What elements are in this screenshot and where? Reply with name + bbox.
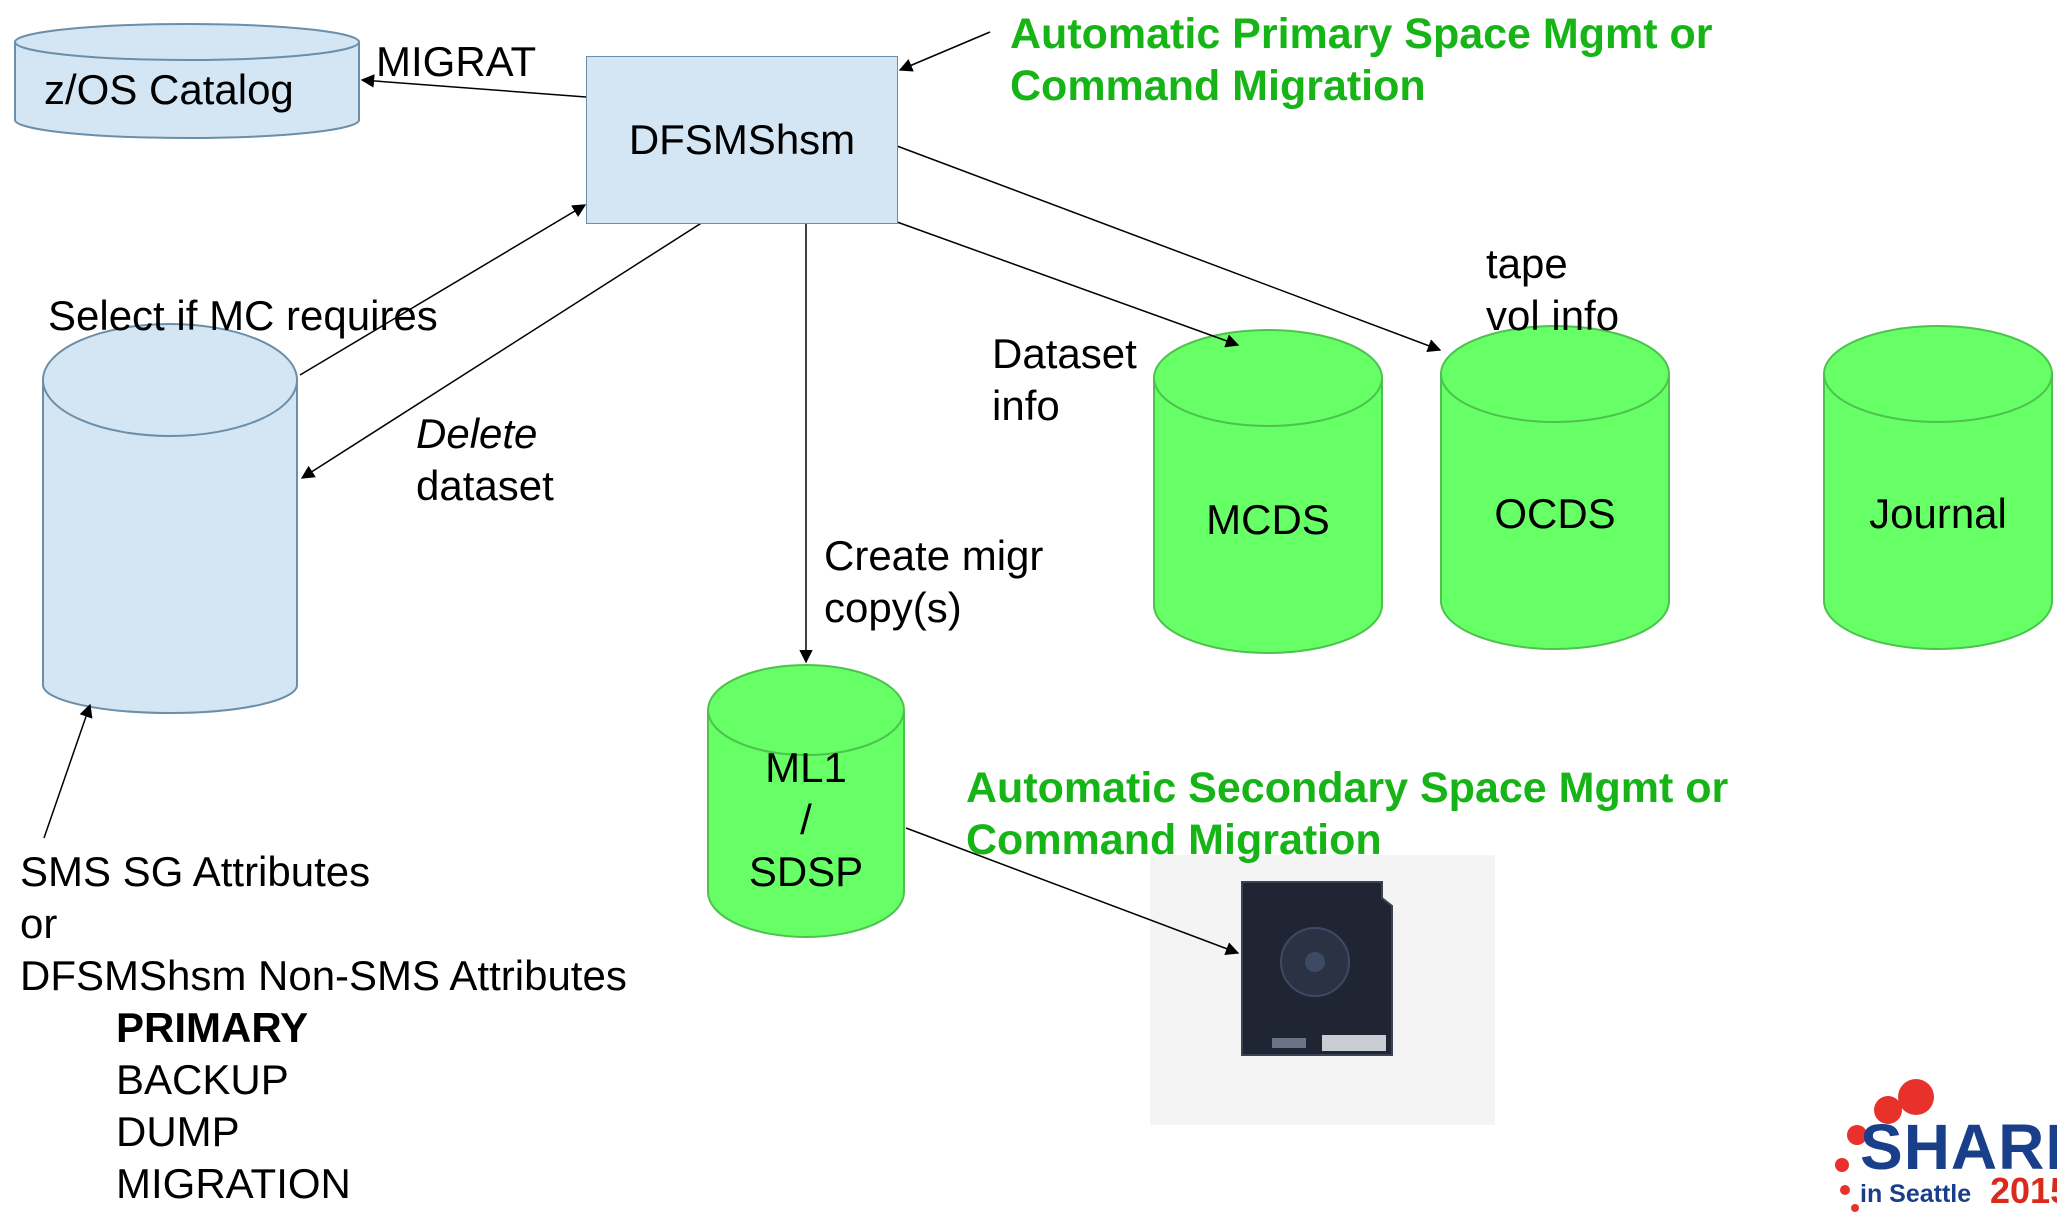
arrow-ml1-to-tape [905, 827, 1240, 956]
migrat-label: MIGRAT [376, 38, 537, 85]
secondary-trigger-line1: Automatic Secondary Space Mgmt or [966, 764, 1729, 812]
ml1-label: ML1 / SDSP [708, 742, 904, 898]
ml1-cylinder [707, 664, 905, 938]
attribute-item-migration: MIGRATION [116, 1160, 351, 1207]
share-logo-dots [1835, 1079, 1934, 1212]
ml1-label-line1: ML1 [765, 744, 847, 791]
tape-info-label: tape vol info [1486, 238, 1619, 342]
tape-info-line1: tape [1486, 240, 1568, 287]
mcds-cylinder [1153, 329, 1383, 654]
catalog-label: z/OS Catalog [44, 66, 294, 113]
tape-cartridge-icon [1150, 855, 1495, 1125]
ml1-label-line3: SDSP [748, 848, 864, 895]
ocds-label: OCDS [1494, 490, 1616, 537]
arrow-hsm-to-catalog [360, 74, 587, 98]
arrow-volume-to-hsm [299, 204, 587, 376]
ocds-cylinder [1440, 325, 1670, 650]
volume-cylinder [42, 323, 298, 714]
dataset-info-line2: info [992, 382, 1060, 429]
arrow-hsm-to-mcds [896, 221, 1240, 348]
share-logo-word: SHARE [1860, 1111, 2057, 1183]
share-logo-sub: in Seattle [1860, 1180, 1972, 1208]
share-logo-year: 2015 [1990, 1170, 2057, 1211]
attributes-block: SMS SG Attributes or DFSMShsm Non-SMS At… [20, 846, 627, 1210]
tape-info-line2: vol info [1486, 292, 1620, 339]
create-label-line1: Create migr [824, 532, 1044, 579]
attribute-item-backup: BACKUP [116, 1056, 289, 1103]
delete-label-italic: Delete [416, 410, 538, 457]
catalog-cylinder [14, 23, 360, 139]
arrow-hsm-to-volume [300, 221, 704, 479]
attributes-line2: or [20, 900, 58, 947]
ml1-label-line2: / [800, 796, 812, 843]
dfsmshsm-label: DFSMShsm [628, 116, 856, 163]
dfsmshsm-box: DFSMShsm [586, 56, 898, 224]
primary-trigger-line2: Command Migration [1010, 62, 1426, 110]
mcds-label: MCDS [1206, 496, 1330, 543]
primary-trigger-text: Automatic Primary Space Mgmt or Command … [1010, 8, 1713, 112]
create-label: Create migr copy(s) [824, 530, 1043, 634]
attributes-line3: DFSMShsm Non-SMS Attributes [20, 952, 627, 999]
secondary-trigger-text: Automatic Secondary Space Mgmt or Comman… [966, 762, 1728, 866]
attributes-line1: SMS SG Attributes [20, 848, 371, 895]
attribute-item-dump: DUMP [116, 1108, 240, 1155]
arrow-attributes-to-volume [43, 703, 93, 839]
arrow-trigger-to-hsm [898, 31, 991, 72]
delete-label: Delete dataset [416, 408, 554, 512]
primary-trigger-line1: Automatic Primary Space Mgmt or [1010, 10, 1713, 58]
secondary-trigger-line2: Command Migration [966, 816, 1382, 864]
attribute-item-primary: PRIMARY [116, 1004, 309, 1051]
delete-label-rest: dataset [416, 462, 554, 509]
dataset-info-label: Dataset info [992, 328, 1137, 432]
create-label-line2: copy(s) [824, 584, 962, 631]
select-label: Select if MC requires [48, 292, 438, 339]
journal-cylinder [1823, 325, 2053, 650]
journal-label: Journal [1869, 490, 2007, 537]
arrow-hsm-to-ocds [896, 145, 1442, 353]
dataset-info-line1: Dataset [992, 330, 1137, 377]
